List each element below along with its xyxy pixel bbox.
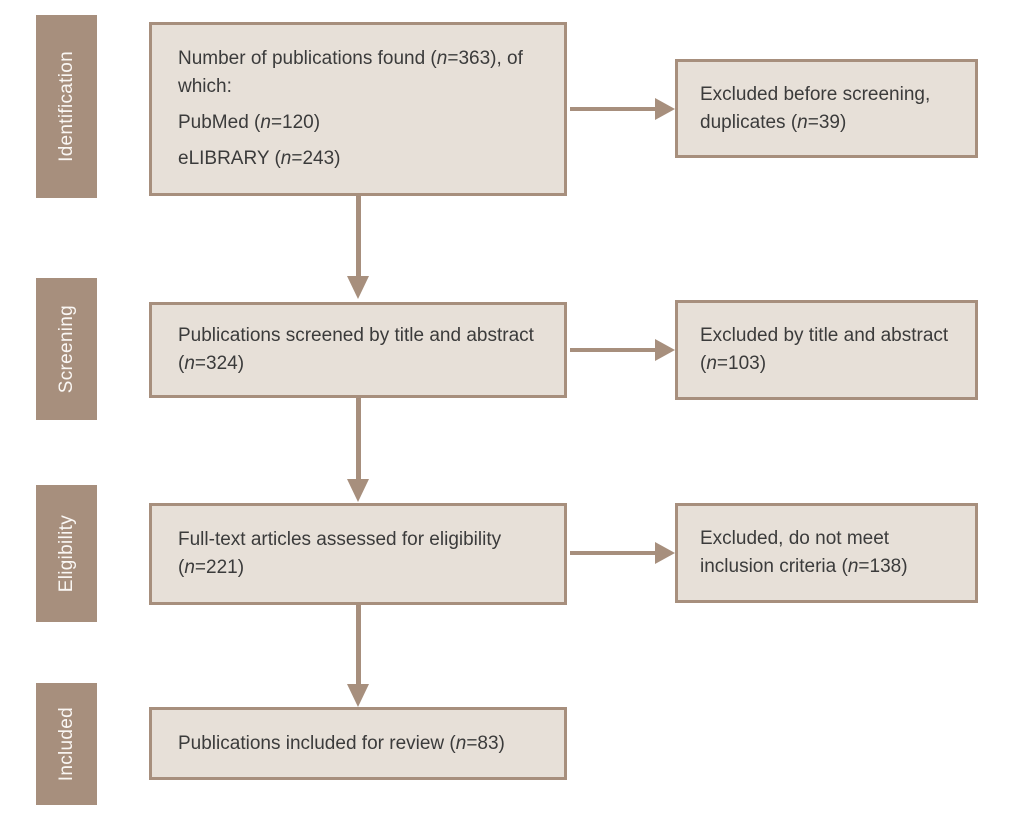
box-excluded-criteria: Excluded, do not meet inclusion criteria… xyxy=(675,503,978,603)
box-excluded-title-abstract-text: Excluded by title and abstract (n=103) xyxy=(700,325,949,374)
stage-label-included: Included xyxy=(55,706,77,782)
arrow-down-eligibility-to-included xyxy=(347,605,369,707)
box-publications-included-text: Publications included for review (n=83) xyxy=(178,732,505,754)
arrow-down-identification-to-screening xyxy=(347,196,369,299)
box-fulltext-assessed-text: Full-text articles assessed for eligibil… xyxy=(178,529,502,578)
box-publications-found-text-1: Number of publications found (n=363), of… xyxy=(178,48,523,97)
stage-band-eligibility: Eligibility xyxy=(36,485,97,622)
arrow-right-to-excluded-duplicates xyxy=(570,98,675,120)
stage-label-eligibility: Eligibility xyxy=(55,514,77,593)
stage-label-identification: Identification xyxy=(55,51,77,162)
box-excluded-title-abstract: Excluded by title and abstract (n=103) xyxy=(675,300,978,400)
arrow-down-screening-to-eligibility xyxy=(347,398,369,502)
stage-band-included: Included xyxy=(36,683,97,805)
stage-band-screening: Screening xyxy=(36,278,97,420)
box-publications-included: Publications included for review (n=83) xyxy=(149,707,567,780)
box-excluded-duplicates: Excluded before screening, duplicates (n… xyxy=(675,59,978,158)
box-publications-found-text-2: PubMed (n=120) xyxy=(178,112,321,133)
stage-label-screening: Screening xyxy=(55,304,77,394)
box-fulltext-assessed: Full-text articles assessed for eligibil… xyxy=(149,503,567,605)
box-publications-found: Number of publications found (n=363), of… xyxy=(149,22,567,196)
box-publications-screened-text: Publications screened by title and abstr… xyxy=(178,325,534,374)
box-publications-found-text-3: eLIBRARY (n=243) xyxy=(178,148,341,169)
box-excluded-criteria-text: Excluded, do not meet inclusion criteria… xyxy=(700,528,908,577)
box-publications-screened: Publications screened by title and abstr… xyxy=(149,302,567,398)
arrow-right-to-excluded-criteria xyxy=(570,542,675,564)
stage-band-identification: Identification xyxy=(36,15,97,198)
box-excluded-duplicates-text: Excluded before screening, duplicates (n… xyxy=(700,83,931,133)
arrow-right-to-excluded-title-abstract xyxy=(570,339,675,361)
